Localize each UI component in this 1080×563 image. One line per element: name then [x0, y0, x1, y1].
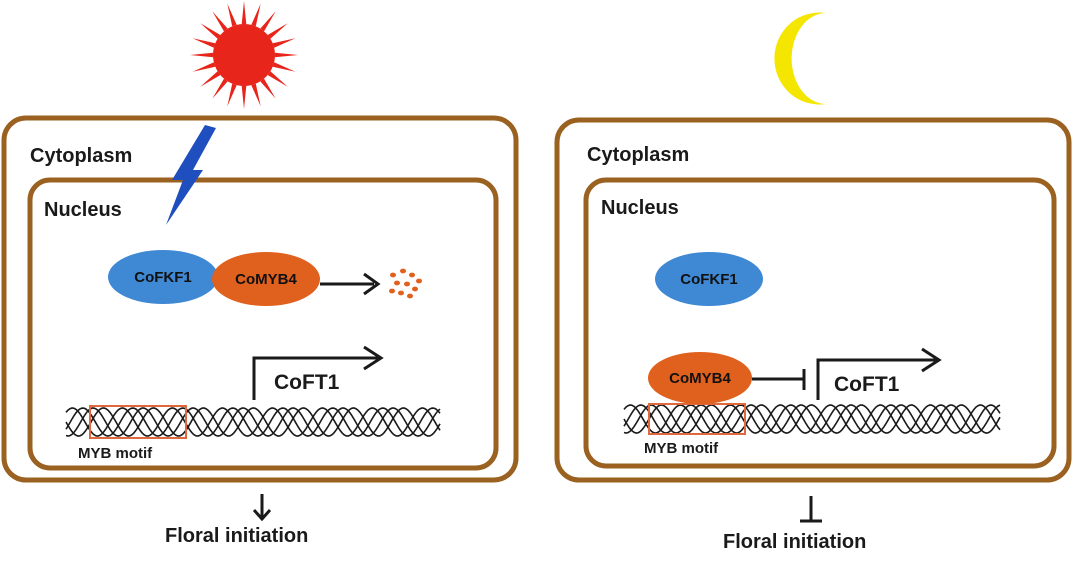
dna-strand: [65, 407, 441, 437]
sun-ray: [192, 38, 216, 48]
sun-ray: [260, 11, 276, 32]
sun-icon: [190, 1, 298, 109]
floral-initiation-label: Floral initiation: [165, 525, 309, 547]
night-panel: [554, 12, 1072, 523]
sun-ray: [267, 71, 288, 87]
sun-ray: [212, 11, 228, 32]
transcription-start-arrow: [816, 347, 942, 400]
comyb4-protein: CoMYB4: [648, 352, 752, 404]
sun-ray: [241, 1, 247, 25]
sun-ray: [200, 71, 221, 87]
day-panel: [1, 1, 519, 522]
sun-ray: [200, 23, 221, 39]
sun-ray: [272, 62, 296, 72]
cytoplasm-membrane: [554, 117, 1072, 483]
dna-helix-icon: [65, 407, 441, 437]
myb-motif-label: MYB motif: [644, 440, 719, 457]
repression-arrow: [752, 369, 806, 390]
dna-strand: [623, 404, 1001, 434]
cofkf1-protein: CoFKF1: [655, 252, 763, 306]
dna-strand: [623, 404, 1001, 434]
coft1-gene-label: CoFT1: [274, 371, 340, 394]
nucleus-label: Nucleus: [601, 197, 679, 219]
dna-strand: [623, 404, 1001, 434]
sun-ray: [260, 78, 276, 99]
lightning-icon: [166, 125, 216, 225]
degradation-fragments-icon: [389, 268, 422, 299]
nucleus-membrane: [27, 177, 499, 471]
dna-helix-icon: [623, 404, 1001, 434]
sun-ray: [227, 83, 237, 107]
coft1-gene-label: CoFT1: [834, 373, 900, 396]
transcription-start-arrow: [252, 345, 384, 400]
sun-ray: [272, 38, 296, 48]
nucleus-membrane: [583, 177, 1057, 469]
sun-ray: [190, 52, 214, 58]
promote-arrow: [252, 494, 272, 522]
sun-ray: [267, 23, 288, 39]
nucleus-label: Nucleus: [44, 199, 122, 221]
cofkf1-protein: CoFKF1: [108, 250, 218, 304]
myb-motif-label: MYB motif: [78, 445, 153, 462]
dna-strand: [65, 407, 441, 437]
cytoplasm-membrane: [1, 115, 519, 483]
sun-ray: [212, 78, 228, 99]
myb-motif-box: [648, 403, 746, 435]
floral-initiation-label: Floral initiation: [723, 531, 867, 553]
dna-strand: [623, 404, 1001, 434]
inhibit-arrow: [800, 496, 822, 523]
sun-ray: [227, 3, 237, 27]
sun-ray: [274, 52, 298, 58]
degradation-arrow: [320, 272, 381, 296]
myb-motif-box: [89, 405, 187, 439]
dna-strand: [65, 407, 441, 437]
moon-icon: [774, 12, 826, 105]
sun-ray: [241, 85, 247, 109]
sun-ray: [251, 83, 261, 107]
cytoplasm-label: Cytoplasm: [587, 144, 690, 166]
sun-ray: [192, 62, 216, 72]
sun-ray: [251, 3, 261, 27]
comyb4-protein: CoMYB4: [212, 252, 320, 306]
cytoplasm-label: Cytoplasm: [30, 145, 133, 167]
